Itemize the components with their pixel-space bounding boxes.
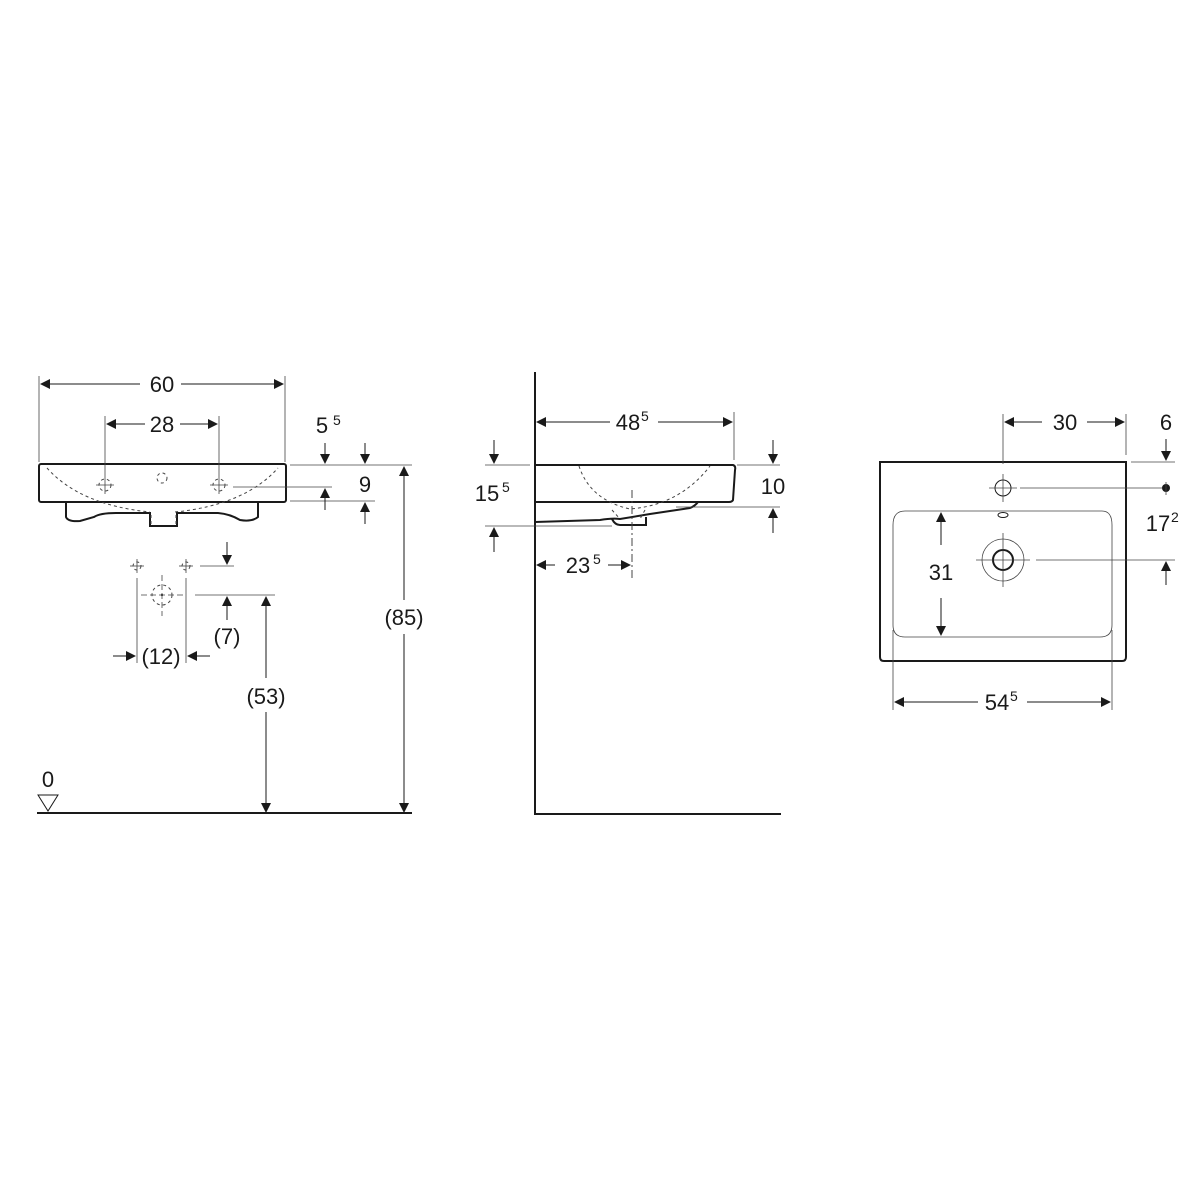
dim-total-height-15-5: 15 <box>475 481 499 506</box>
dim-tap-offset-30: 30 <box>1053 410 1077 435</box>
dim-bowl-depth-31: 31 <box>929 560 953 585</box>
dim-depth-48-5: 48 <box>616 410 640 435</box>
overflow-icon <box>156 472 168 484</box>
dim-supply-spacing-12: (12) <box>141 644 180 669</box>
dim-supply-offset-7: (7) <box>214 624 241 649</box>
dim-width-60: 60 <box>150 372 174 397</box>
dim-tap-spacing-28: 28 <box>150 412 174 437</box>
drain-top-icon <box>976 533 1030 587</box>
dim-bowl-width-54-5: 54 <box>985 690 1009 715</box>
dim-total-height-sup: 5 <box>502 479 510 495</box>
dim-tap-edge-6: 6 <box>1160 410 1172 435</box>
dim-drain-distance-sup: 5 <box>593 551 601 567</box>
dim-bowl-width-sup: 5 <box>1010 688 1018 704</box>
dim-tap-depth: 5 <box>316 413 328 438</box>
tap-hole-top-icon <box>989 474 1017 502</box>
dim-depth-sup: 5 <box>641 408 649 424</box>
basin-front-outline <box>38 463 287 503</box>
level-marker-icon <box>37 794 59 812</box>
bowl-hidden-line <box>46 467 279 513</box>
dim-rim-thickness-10: 10 <box>761 474 785 499</box>
front-view: 60 28 5 5 9 (85) <box>37 372 424 814</box>
drain-spout-side <box>611 517 647 526</box>
overflow-icon-top <box>997 512 1009 518</box>
supply-left-icon <box>130 559 144 573</box>
dim-basin-height-9: 9 <box>359 472 371 497</box>
tap-hole-left-icon <box>96 476 114 494</box>
side-view: 48 5 15 5 10 23 5 <box>475 372 785 815</box>
dim-tap-depth-sup: 5 <box>333 412 341 428</box>
basin-front-pedestal <box>65 502 259 527</box>
tap-hole-right-icon <box>210 476 228 494</box>
basin-top-outline <box>879 461 1127 662</box>
dim-tap-to-drain-sup: 2 <box>1171 509 1179 525</box>
basin-side-outline <box>535 464 737 503</box>
top-view: 30 6 17 2 31 54 5 <box>879 410 1179 715</box>
dim-tap-to-drain-17-2: 17 <box>1146 511 1170 536</box>
drain-outlet-icon <box>141 575 183 616</box>
bowl-outline <box>892 510 1113 638</box>
dim-rim-height-85: (85) <box>384 605 423 630</box>
dim-drain-height-53: (53) <box>246 684 285 709</box>
dim-drain-distance-23-5: 23 <box>566 553 590 578</box>
supply-right-icon <box>179 559 193 573</box>
floor-level-label: 0 <box>42 767 54 792</box>
